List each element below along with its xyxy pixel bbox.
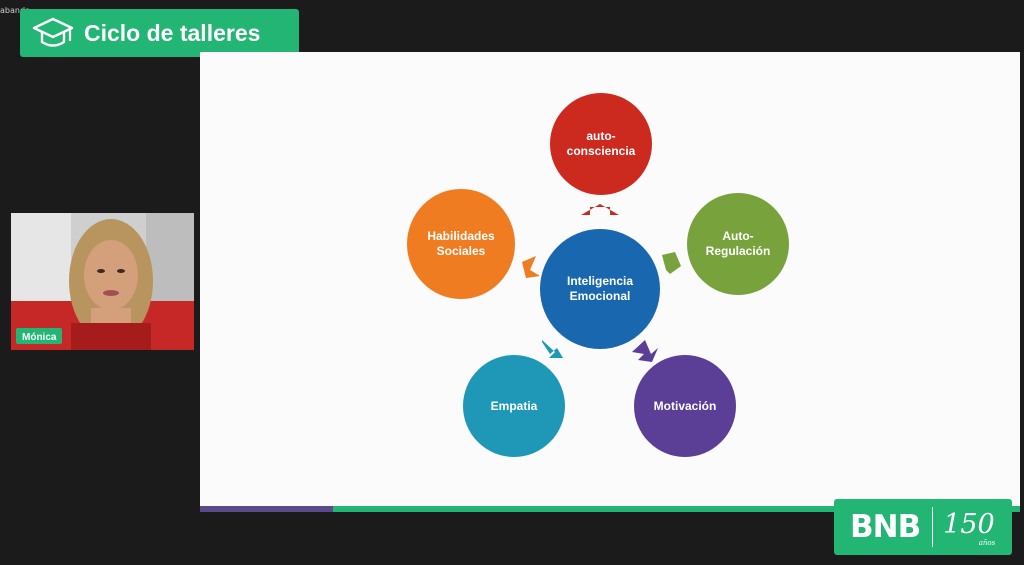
- slide-footer-accent: [200, 506, 333, 512]
- graduation-cap-icon: [32, 17, 74, 47]
- node-label-autoregulacion: Auto-Regulación: [705, 229, 771, 258]
- banner-title: Ciclo de talleres: [84, 19, 261, 46]
- node-autoregulacion: Auto-Regulación: [687, 193, 789, 295]
- arrow-up: [581, 204, 619, 215]
- node-autoconsciencia: auto-consciencia: [550, 93, 652, 195]
- diagram-arrows: [522, 204, 681, 362]
- arrow-down-right: [632, 340, 658, 362]
- node-label-motivacion: Motivación: [653, 398, 717, 413]
- arrow-right: [662, 252, 681, 274]
- arrow-down-left: [542, 340, 563, 358]
- slide-footer-bar: [200, 506, 1020, 512]
- participant-video-image: [11, 213, 194, 350]
- shared-slide: auto-consciencia Auto-Regulación Motivac…: [200, 52, 1020, 506]
- bnb-logo: BNB 150 años: [834, 499, 1012, 555]
- node-label-autoconsciencia: auto-consciencia: [566, 129, 636, 158]
- logo-brand: BNB: [850, 509, 921, 545]
- workshop-banner: Ciclo de talleres: [20, 9, 299, 57]
- logo-separator: [932, 507, 934, 547]
- node-motivacion: Motivación: [634, 355, 736, 457]
- arrow-left: [522, 256, 540, 278]
- node-label-empatia: Empatia: [490, 398, 538, 413]
- participant-name-tag: Mónica: [16, 328, 63, 344]
- logo-years: 150: [943, 509, 995, 540]
- participant-video[interactable]: [11, 213, 194, 350]
- status-text: abando: [0, 6, 30, 15]
- node-empatia: Empatia: [463, 355, 565, 457]
- logo-years-sub: años: [978, 539, 996, 547]
- logo-anniversary: 150 años: [943, 507, 997, 547]
